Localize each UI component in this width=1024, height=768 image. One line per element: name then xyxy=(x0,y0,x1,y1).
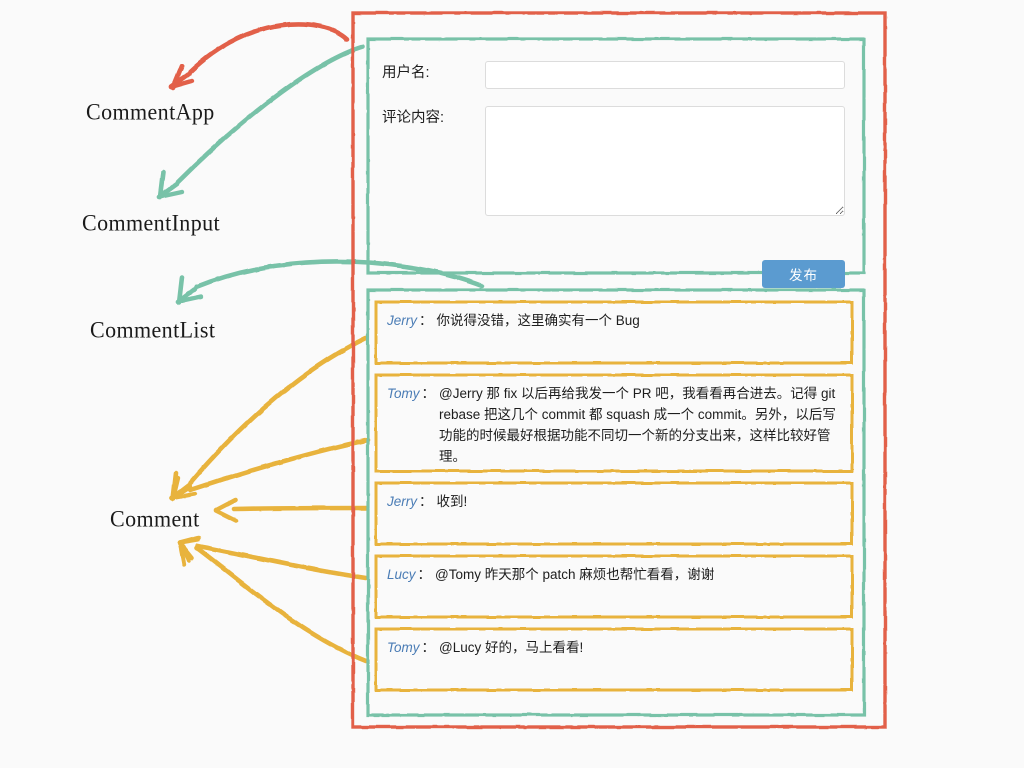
comment-text: 收到! xyxy=(436,494,468,509)
comment-author: Jerry xyxy=(387,313,417,328)
comment-separator: ： xyxy=(421,640,436,655)
comment-text: 你说得没错，这里确实有一个 Bug xyxy=(436,313,640,328)
username-row: 用户名: xyxy=(382,63,430,83)
arrow-comment-5-icon xyxy=(177,537,369,664)
arrow-comment-1-icon xyxy=(169,335,369,502)
publish-button[interactable]: 发布 xyxy=(762,260,845,288)
arrow-comment-2-icon xyxy=(169,437,371,502)
comment-input-container: 用户名: 评论内容: 发布 xyxy=(365,36,867,288)
comment-separator: ： xyxy=(419,313,433,328)
comment-text: @Jerry 那 fix 以后再给我发一个 PR 吧，我看看再合进去。记得 gi… xyxy=(439,386,836,464)
comment-author: Tomy xyxy=(387,386,420,401)
comment-item[interactable]: Tomy ： @Lucy 好的，马上看看! xyxy=(374,627,854,692)
arrow-comment-3-icon xyxy=(213,497,369,524)
comment-item[interactable]: Tomy ： @Jerry 那 fix 以后再给我发一个 PR 吧，我看看再合进… xyxy=(374,373,854,473)
content-label: 评论内容: xyxy=(382,110,445,126)
comment-list-container: Jerry ： 你说得没错，这里确实有一个 Bug Tomy ： @Jerry … xyxy=(365,287,867,718)
arrow-comment-4-icon xyxy=(177,535,369,581)
comment-text: @Tomy 昨天那个 patch 麻烦也帮忙看看，谢谢 xyxy=(435,567,715,582)
arrow-commentapp-icon xyxy=(168,21,350,91)
comment-separator: ： xyxy=(419,494,433,509)
comment-item[interactable]: Jerry ： 收到! xyxy=(374,481,854,546)
comment-author: Jerry xyxy=(387,494,417,509)
annotation-label-comment: Comment xyxy=(110,505,200,532)
comment-content-textarea[interactable] xyxy=(485,106,845,216)
annotation-label-commentlist: CommentList xyxy=(90,316,216,343)
comment-item[interactable]: Lucy ： @Tomy 昨天那个 patch 麻烦也帮忙看看，谢谢 xyxy=(374,554,854,619)
comment-item[interactable]: Jerry ： 你说得没错，这里确实有一个 Bug xyxy=(374,300,854,365)
username-label: 用户名: xyxy=(382,65,430,81)
comment-separator: ： xyxy=(417,567,432,582)
comment-author: Tomy xyxy=(387,640,420,655)
username-input[interactable] xyxy=(485,61,845,89)
comment-separator: ： xyxy=(421,386,436,401)
comment-text: @Lucy 好的，马上看看! xyxy=(439,640,584,655)
content-row: 评论内容: xyxy=(382,108,444,128)
annotation-label-commentinput: CommentInput xyxy=(82,209,221,236)
annotation-label-commentapp: CommentApp xyxy=(86,98,215,125)
comment-author: Lucy xyxy=(387,567,416,582)
